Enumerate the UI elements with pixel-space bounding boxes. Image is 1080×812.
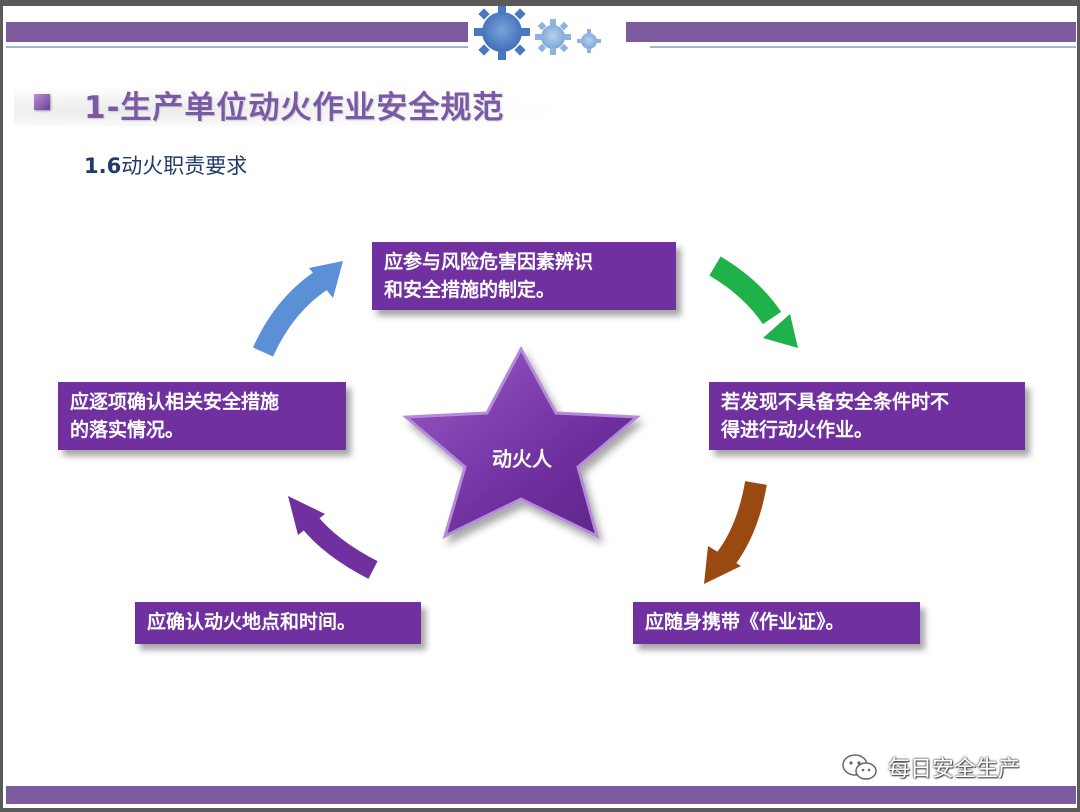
duty-top-line1: 应参与风险危害因素辨识 (384, 248, 664, 276)
frame-top (0, 0, 1080, 6)
duty-left-line1: 应逐项确认相关安全措施 (70, 388, 334, 416)
footer-band (6, 786, 1076, 804)
duty-box-bottom-left: 应确认动火地点和时间。 (135, 602, 421, 644)
arrow-green-icon (715, 266, 798, 348)
duty-right-line1: 若发现不具备安全条件时不 (721, 388, 1013, 416)
arrow-brown-icon (704, 483, 756, 584)
duty-box-bottom-right: 应随身携带《作业证》。 (633, 602, 920, 644)
duty-bottom-left-line1: 应确认动火地点和时间。 (147, 608, 409, 636)
arrow-purple-icon (288, 496, 373, 570)
wechat-icon (840, 751, 880, 783)
duty-bottom-right-line1: 应随身携带《作业证》。 (645, 608, 908, 636)
watermark: 每日安全生产 (840, 750, 1020, 784)
duty-right-line2: 得进行动火作业。 (721, 416, 1013, 444)
center-label: 动火人 (472, 443, 572, 472)
watermark-text: 每日安全生产 (888, 751, 1020, 783)
frame-left (0, 0, 3, 812)
frame-bottom (0, 808, 1080, 812)
duty-box-right: 若发现不具备安全条件时不 得进行动火作业。 (709, 382, 1025, 450)
duty-left-line2: 的落实情况。 (70, 416, 334, 444)
duty-box-top: 应参与风险危害因素辨识 和安全措施的制定。 (372, 242, 676, 310)
duty-box-left: 应逐项确认相关安全措施 的落实情况。 (58, 382, 346, 450)
arrow-blue-icon (263, 261, 343, 352)
duty-top-line2: 和安全措施的制定。 (384, 276, 664, 304)
